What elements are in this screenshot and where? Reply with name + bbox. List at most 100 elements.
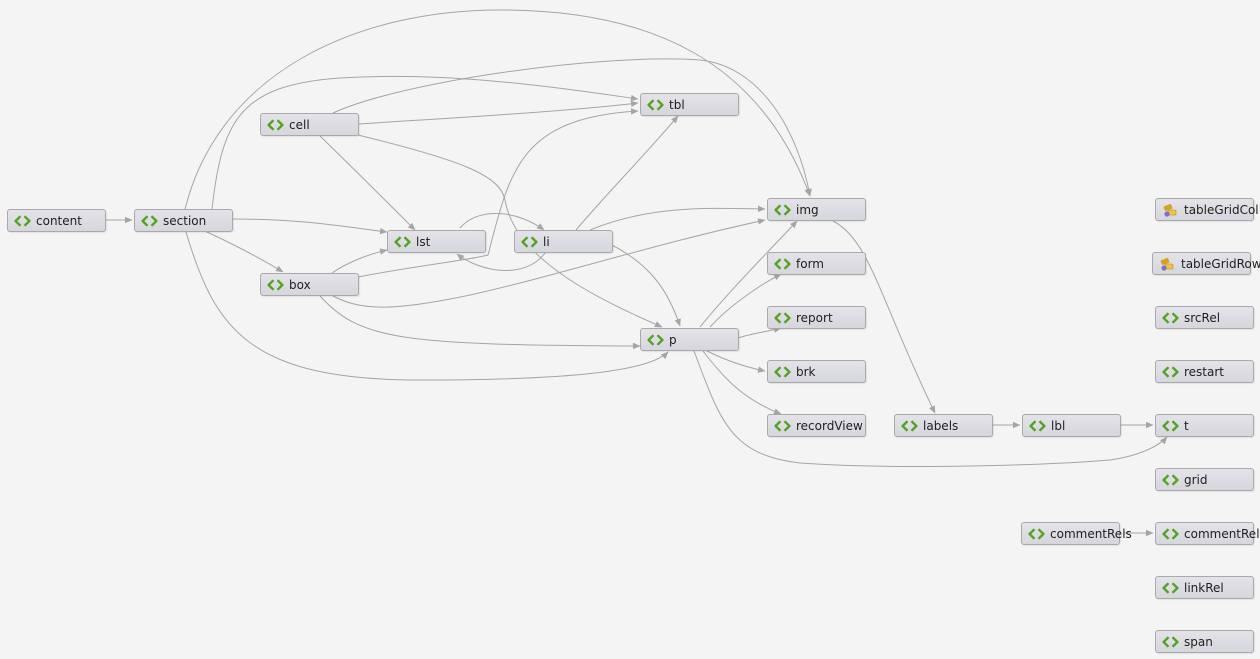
node-tableGridCol[interactable]: tableGridCol (1155, 198, 1259, 221)
edge-p-to-recordView (702, 350, 782, 415)
node-content[interactable]: content (7, 209, 106, 232)
node-label: srcRel (1184, 310, 1221, 325)
edge-li-to-lst (456, 252, 546, 271)
element-icon (1162, 419, 1179, 432)
edge-cell-to-lst (319, 135, 416, 231)
element-icon (1162, 635, 1179, 648)
edge-li-to-tbl (575, 115, 679, 231)
edge-box-to-tbl (357, 108, 639, 278)
element-icon (14, 214, 31, 227)
node-grid[interactable]: grid (1155, 468, 1254, 491)
element-icon (774, 365, 791, 378)
node-label: img (796, 202, 819, 217)
node-form[interactable]: form (767, 252, 866, 275)
node-brk[interactable]: brk (767, 360, 866, 383)
node-recordView[interactable]: recordView (767, 414, 866, 437)
node-p[interactable]: p (640, 328, 739, 351)
node-label: linkRel (1184, 580, 1224, 595)
node-label: restart (1184, 364, 1225, 379)
node-commentRel[interactable]: commentRel (1155, 522, 1260, 545)
element-icon (1028, 527, 1045, 540)
edge-cell-to-tbl (357, 100, 639, 125)
node-label: cell (289, 117, 310, 132)
edge-box-to-p (319, 295, 641, 350)
node-label: tableGridRow (1181, 256, 1260, 271)
element-icon (1162, 581, 1179, 594)
edge-section-to-tbl (211, 75, 639, 210)
node-label: content (36, 213, 82, 228)
node-label: grid (1184, 472, 1208, 487)
node-cell[interactable]: cell (260, 113, 359, 136)
element-icon (647, 98, 664, 111)
element-icon (1162, 365, 1179, 378)
element-icon (1162, 473, 1179, 486)
node-report[interactable]: report (767, 306, 866, 329)
edge-p-to-t (693, 350, 1168, 467)
type-icon (1162, 203, 1179, 217)
edge-section-to-lst (231, 218, 388, 235)
node-label: form (796, 256, 824, 271)
element-icon (1029, 419, 1046, 432)
element-icon (901, 419, 918, 432)
node-label: brk (796, 364, 816, 379)
edge-section-to-img (184, 9, 811, 210)
edge-li-to-img (589, 205, 766, 231)
element-icon (774, 311, 791, 324)
edge-box-to-lst (331, 248, 388, 274)
element-icon (1162, 311, 1179, 324)
node-label: span (1184, 634, 1213, 649)
type-icon (1159, 257, 1176, 271)
element-icon (267, 118, 284, 131)
edge-p-to-report (737, 326, 782, 339)
node-lst[interactable]: lst (387, 230, 486, 253)
element-icon (774, 257, 791, 270)
node-label: report (796, 310, 833, 325)
element-icon (521, 235, 538, 248)
node-label: labels (923, 418, 959, 433)
node-span[interactable]: span (1155, 630, 1254, 653)
node-tbl[interactable]: tbl (640, 93, 739, 116)
edge-cell-to-p (357, 134, 663, 328)
edge-box-to-img (332, 218, 766, 308)
node-label: tableGridCol (1184, 202, 1259, 217)
node-t[interactable]: t (1155, 414, 1254, 437)
element-icon (394, 235, 411, 248)
node-box[interactable]: box (260, 273, 359, 296)
element-icon (141, 214, 158, 227)
node-label: li (543, 234, 550, 249)
edge-section-to-box (204, 230, 284, 273)
node-linkRel[interactable]: linkRel (1155, 576, 1254, 599)
node-label: commentRel (1184, 526, 1260, 541)
node-commentRels[interactable]: commentRels (1021, 522, 1132, 545)
edge-p-to-brk (706, 350, 766, 373)
node-labels[interactable]: labels (894, 414, 993, 437)
node-restart[interactable]: restart (1155, 360, 1254, 383)
edge-li-to-p (611, 244, 681, 327)
node-tableGridRow[interactable]: tableGridRow (1152, 252, 1260, 275)
edge-p-to-form (709, 273, 782, 328)
edge-cell-to-img (332, 58, 812, 197)
node-section[interactable]: section (134, 209, 233, 232)
element-icon (267, 278, 284, 291)
edge-img-to-labels (832, 220, 936, 414)
node-li[interactable]: li (514, 230, 613, 253)
node-label: commentRels (1050, 526, 1132, 541)
edge-lst-to-li (459, 212, 545, 231)
node-label: t (1184, 418, 1189, 433)
element-icon (774, 419, 791, 432)
node-label: recordView (796, 418, 863, 433)
edge-p-to-img (699, 220, 798, 328)
node-label: tbl (669, 97, 685, 112)
node-lbl[interactable]: lbl (1022, 414, 1121, 437)
edge-section-to-p (185, 231, 669, 381)
node-img[interactable]: img (767, 198, 866, 221)
element-icon (774, 203, 791, 216)
node-label: lbl (1051, 418, 1066, 433)
node-label: p (669, 332, 677, 347)
element-icon (1162, 527, 1179, 540)
node-label: section (163, 213, 207, 228)
node-label: lst (416, 234, 431, 249)
node-srcRel[interactable]: srcRel (1155, 306, 1254, 329)
